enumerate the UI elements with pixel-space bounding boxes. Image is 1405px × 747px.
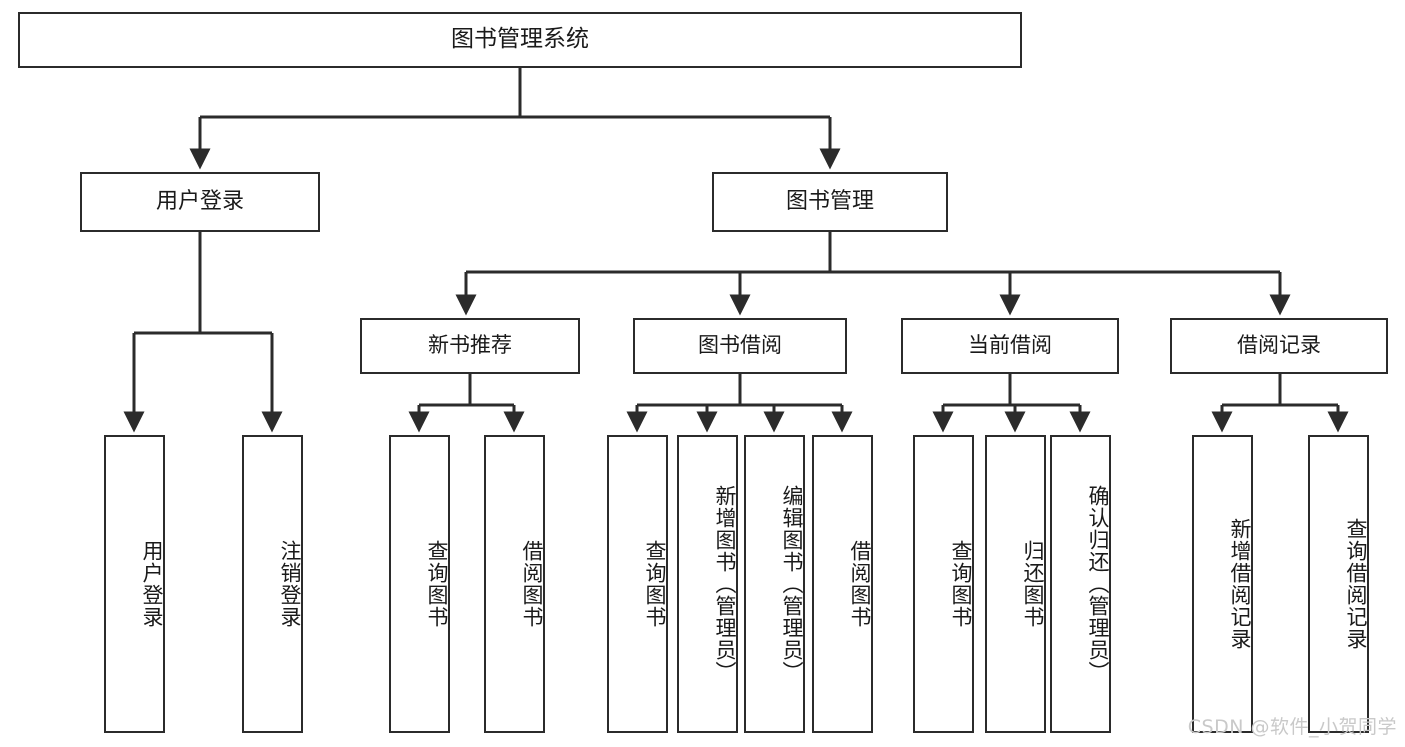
node-user-login-label: 用户登录 xyxy=(155,188,244,214)
node-leaf-query-book-3-label: 查询图书 xyxy=(949,540,973,628)
node-leaf-return-book-label: 归还图书 xyxy=(1021,540,1045,628)
node-leaf-query-book-1[interactable]: 查询图书 xyxy=(389,435,450,733)
node-leaf-user-logout[interactable]: 注销登录 xyxy=(242,435,303,733)
node-leaf-borrow-book-2-label: 借阅图书 xyxy=(848,540,872,628)
node-leaf-query-book-3[interactable]: 查询图书 xyxy=(913,435,974,733)
node-leaf-add-book[interactable]: 新增图书（管理员） xyxy=(677,435,738,733)
node-borrow-record-label: 借阅记录 xyxy=(1237,333,1321,358)
node-new-book-rec-label: 新书推荐 xyxy=(428,333,512,358)
node-leaf-user-login-label: 用户登录 xyxy=(140,540,164,628)
node-leaf-query-book-2-label: 查询图书 xyxy=(643,540,667,628)
node-root-label: 图书管理系统 xyxy=(451,26,589,53)
node-book-manage-label: 图书管理 xyxy=(785,188,874,214)
node-leaf-query-record[interactable]: 查询借阅记录 xyxy=(1308,435,1369,733)
node-leaf-edit-book-label: 编辑图书（管理员） xyxy=(780,485,804,683)
node-current-borrow[interactable]: 当前借阅 xyxy=(901,318,1119,374)
node-book-manage[interactable]: 图书管理 xyxy=(712,172,948,232)
node-leaf-user-logout-label: 注销登录 xyxy=(278,540,302,628)
node-borrow-record[interactable]: 借阅记录 xyxy=(1170,318,1388,374)
node-leaf-query-record-label: 查询借阅记录 xyxy=(1344,518,1368,650)
node-leaf-return-book[interactable]: 归还图书 xyxy=(985,435,1046,733)
node-root[interactable]: 图书管理系统 xyxy=(18,12,1022,68)
watermark: CSDN @软件_小贺同学 xyxy=(1187,716,1397,738)
node-leaf-borrow-book-1-label: 借阅图书 xyxy=(520,540,544,628)
node-book-borrow-label: 图书借阅 xyxy=(698,333,782,358)
node-current-borrow-label: 当前借阅 xyxy=(968,333,1052,358)
node-leaf-borrow-book-1[interactable]: 借阅图书 xyxy=(484,435,545,733)
node-book-borrow[interactable]: 图书借阅 xyxy=(633,318,847,374)
node-user-login[interactable]: 用户登录 xyxy=(80,172,320,232)
node-leaf-confirm-return[interactable]: 确认归还（管理员） xyxy=(1050,435,1111,733)
node-leaf-query-book-2[interactable]: 查询图书 xyxy=(607,435,668,733)
node-leaf-add-book-label: 新增图书（管理员） xyxy=(713,485,737,683)
node-leaf-query-book-1-label: 查询图书 xyxy=(425,540,449,628)
node-leaf-edit-book[interactable]: 编辑图书（管理员） xyxy=(744,435,805,733)
node-leaf-add-record[interactable]: 新增借阅记录 xyxy=(1192,435,1253,733)
node-leaf-user-login[interactable]: 用户登录 xyxy=(104,435,165,733)
node-leaf-confirm-return-label: 确认归还（管理员） xyxy=(1086,485,1110,683)
node-leaf-add-record-label: 新增借阅记录 xyxy=(1228,518,1252,650)
node-leaf-borrow-book-2[interactable]: 借阅图书 xyxy=(812,435,873,733)
node-new-book-rec[interactable]: 新书推荐 xyxy=(360,318,580,374)
